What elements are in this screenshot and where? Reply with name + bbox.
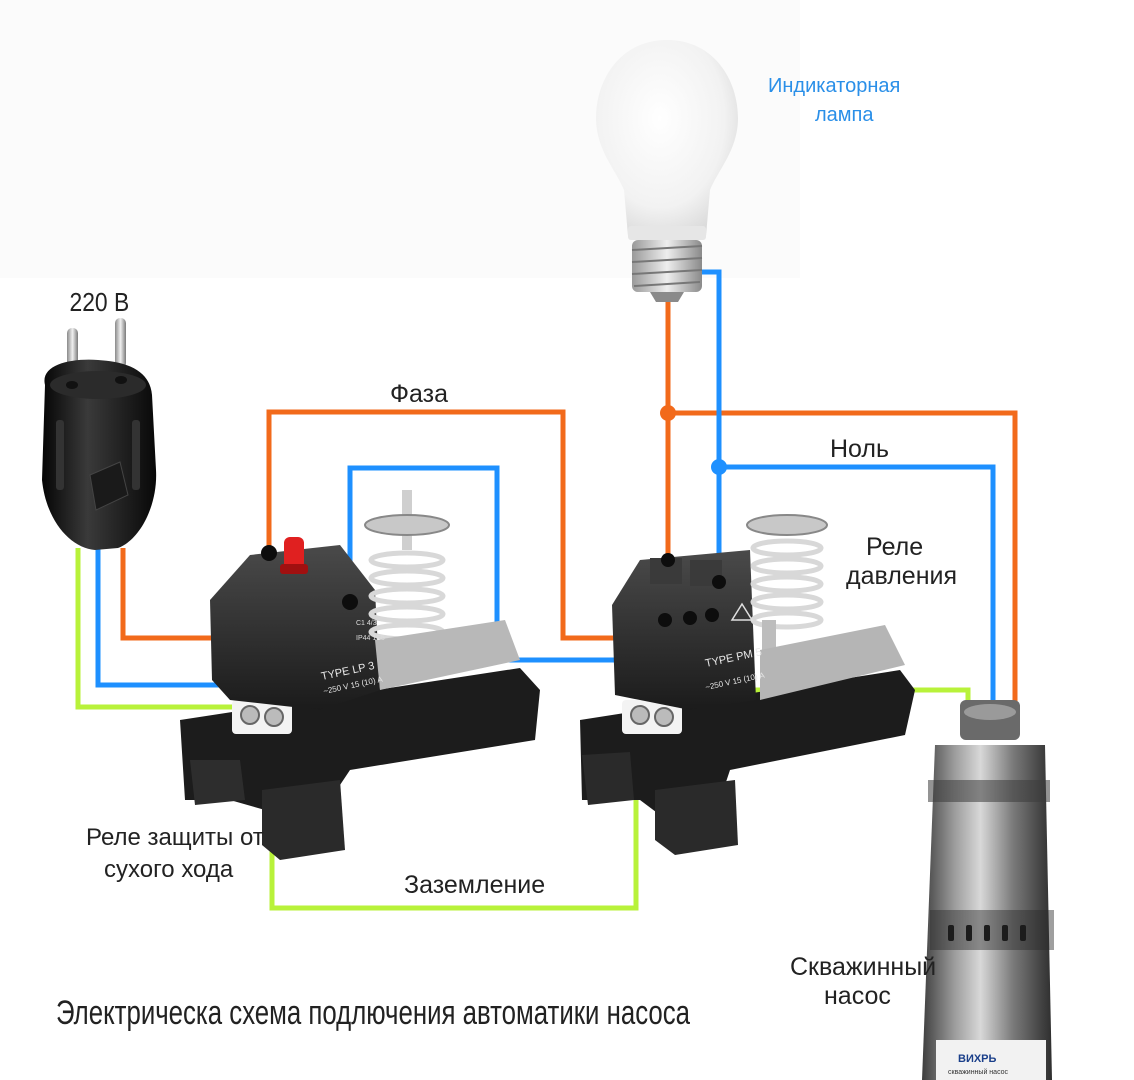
lamp-label-line1: Индикаторная [768,75,900,97]
phase-wire-plug-to-dryrun [120,548,222,641]
lp3-red-button [284,537,304,569]
phase-wire-pressure-to-pump [665,410,1018,712]
neutral-wire-lamp [697,269,722,467]
power-plug [42,318,157,550]
pump-brand: ВИХРЬ [958,1053,997,1065]
lp3-small-mark-2: IP44 1E5 [356,635,385,642]
plug-body [42,359,157,550]
lp3-small-mark-1: C1 4/3 [356,620,377,627]
pressure-relay-label-line2: давления [846,562,957,590]
pressure-relay-label-line1: Реле [866,533,923,561]
dry-run-relay-label-line1: Реле защиты от [86,824,264,851]
pm5-base [580,670,915,815]
lamp-label-line2: лампа [815,104,874,126]
borehole-pump: ВИХРЬ скважинный насос [922,700,1054,1080]
lp3-housing [210,545,380,710]
dry-run-relay-label-line2: сухого хода [104,856,234,883]
lamp-bulb [596,40,738,236]
ground-wire-plug-to-dryrun [75,548,250,710]
dry-run-relay: TYPE LP 3 ~250 V 15 (10) A C1 4/3 IP44 1… [180,490,540,860]
indicator-lamp [596,40,738,302]
phase-junction-dot [660,405,676,421]
neutral-label: Ноль [830,435,889,463]
neutral-junction-dot [711,459,727,475]
lp3-base [180,668,540,810]
diagram-caption: Электрическа схема подлючения автоматики… [56,994,690,1032]
ground-label: Заземление [404,871,545,899]
neutral-wire-pressure-to-pump [716,464,996,712]
pm5-housing [612,550,756,710]
pump-sub: скважинный насос [948,1068,1009,1076]
phase-wire-dryrun-to-pressure [266,409,626,641]
pump-label-line1: Скважинный [790,953,936,981]
pump-nameplate [936,1040,1046,1080]
phase-label: Фаза [390,380,448,408]
pressure-relay: TYPE PM 5 ~250 V 15 (10) A [580,514,915,855]
plug-pin-right [115,318,126,368]
pump-label-line2: насос [824,982,891,1010]
lamp-neck [628,226,706,240]
neutral-wire-dryrun-to-pressure [347,465,686,663]
pump-body [922,745,1052,1080]
lamp-base [631,240,703,302]
plug-voltage-label: 220 В [70,289,130,318]
